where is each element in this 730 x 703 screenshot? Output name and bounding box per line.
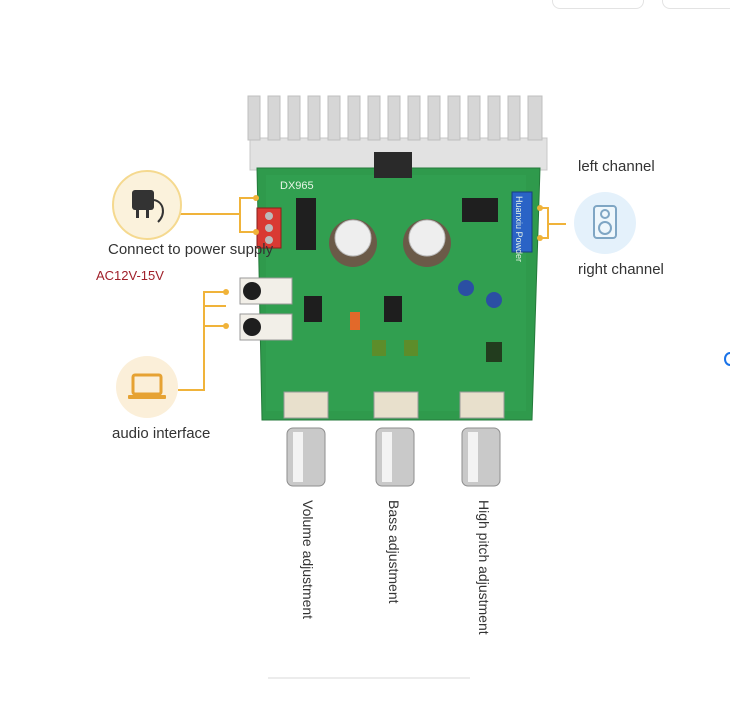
heatsink (247, 95, 548, 171)
power-supply-label: Connect to power supply (108, 241, 274, 258)
audio-interface-label: audio interface (112, 425, 211, 442)
bass-label: Bass adjustment (386, 500, 402, 604)
power-adapter-icon (112, 170, 182, 240)
top-tab-stub-2[interactable] (662, 0, 730, 9)
next-indicator-icon[interactable] (724, 352, 730, 366)
right-channel-label: right channel (578, 261, 664, 278)
high-pitch-label: High pitch adjustment (476, 500, 492, 635)
board-model: DX965 (280, 180, 314, 192)
laptop-icon (116, 356, 178, 418)
knobs (286, 427, 501, 487)
speaker-icon (574, 192, 636, 254)
volume-label: Volume adjustment (300, 500, 316, 620)
board-brand: Huanxiu Powder (514, 196, 524, 263)
left-channel-label: left channel (578, 158, 655, 175)
voltage-label: AC12V-15V (96, 268, 164, 283)
pcb-board (239, 152, 541, 421)
